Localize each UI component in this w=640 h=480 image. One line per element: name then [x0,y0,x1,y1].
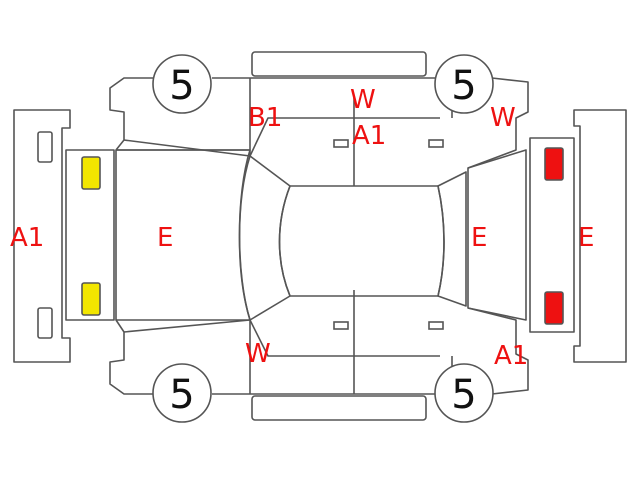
code-right-rear-fender: A1 [494,341,528,371]
code-left-rear-fender: W [490,103,516,133]
front-fog-light-top [37,131,53,163]
hood [115,149,251,321]
tire-rear-right-number: 5 [451,372,476,418]
code-left-door: A1 [352,121,386,151]
code-left-roof-edge: W [350,85,376,115]
front-bumper [13,109,71,363]
rear-bumper [573,109,627,363]
lower-side-skirt [251,395,427,421]
upper-rear-door-handle [428,139,444,148]
front-headlight-top [81,156,101,190]
rear-window [437,171,467,307]
tire-rear-right [434,363,494,423]
tire-rear-left [434,54,494,114]
code-hood: E [157,223,173,253]
rear-light-bottom [544,291,564,325]
lower-front-door-handle [333,321,349,330]
upper-side-skirt [251,51,427,77]
upper-front-door-handle [333,139,349,148]
rear-fender-line [123,319,251,333]
front-panel [65,149,115,321]
code-front-bumper: A1 [10,223,44,253]
front-fender-line [123,139,251,157]
code-rear-bumper: E [578,223,594,253]
tire-rear-left-number: 5 [451,63,476,109]
roof [278,185,445,297]
front-headlight-bottom [81,282,101,316]
tire-front-right [152,363,212,423]
upper-body-side [109,77,529,169]
lower-body-side [109,307,529,395]
rear-light-top [544,147,564,181]
lower-rear-door-handle [428,321,444,330]
code-left-pillar: B1 [248,103,282,133]
trunk-lid [467,149,527,321]
windshield [238,155,291,321]
tire-front-right-number: 5 [169,372,194,418]
front-fog-light-bottom [37,307,53,339]
code-right-front-door: W [245,339,271,369]
rear-panel [529,137,575,333]
tire-front-left-number: 5 [169,63,194,109]
code-trunk: E [471,223,487,253]
tire-front-left [152,54,212,114]
